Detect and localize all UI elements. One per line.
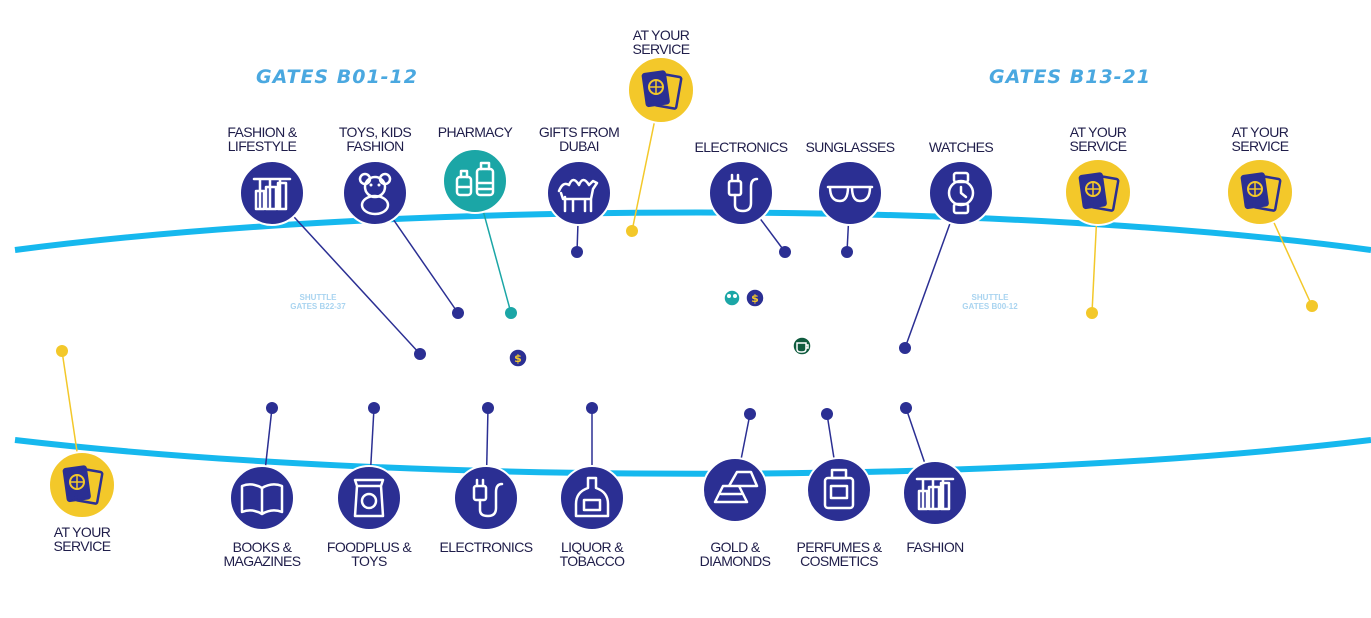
- bottom-shop-badge-0[interactable]: [229, 465, 295, 531]
- gates-b13-21-header: GATES B13-21: [989, 66, 1151, 88]
- facility-marker-1[interactable]: $: [745, 288, 765, 308]
- gold-bars-icon: [713, 470, 759, 504]
- top-shop-location-dot-5[interactable]: [841, 246, 853, 258]
- shuttle-label-right-line1: SHUTTLE: [971, 293, 1009, 302]
- service-location-dot-1[interactable]: [1086, 307, 1098, 319]
- currency-exchange-icon: $: [751, 292, 759, 305]
- top-shop-label-1: TOYS, KIDS FASHION: [338, 124, 412, 154]
- bottom-shop-location-dot-1[interactable]: [368, 402, 380, 414]
- passport-icon: [1078, 172, 1120, 212]
- shuttle-label-right-line2: GATES B00-12: [962, 302, 1018, 311]
- passport-icon: [62, 465, 104, 505]
- gates-b01-12-header: GATES B01-12: [256, 66, 418, 88]
- svg-text:$: $: [514, 352, 522, 365]
- clothes-rack-icon: [915, 477, 955, 511]
- top-shop-location-dot-0[interactable]: [414, 348, 426, 360]
- bottom-shop-label-4: GOLD & DIAMONDS: [699, 539, 771, 569]
- service-label-0: AT YOUR SERVICE: [632, 27, 690, 57]
- liquor-bottle-icon: [574, 476, 610, 518]
- service-label-1: AT YOUR SERVICE: [1069, 124, 1127, 154]
- clothes-rack-icon: [252, 177, 292, 211]
- top-shop-label-6: WATCHES: [928, 139, 994, 155]
- facility-marker-0[interactable]: [723, 289, 741, 307]
- shuttle-label-left-line2: GATES B22-37: [290, 302, 346, 311]
- service-location-dot-0[interactable]: [626, 225, 638, 237]
- top-shop-location-dot-3[interactable]: [571, 246, 583, 258]
- service-badge-2[interactable]: [1226, 158, 1294, 226]
- shuttle-label-left: SHUTTLE GATES B22-37: [290, 293, 345, 311]
- top-shop-badge-1[interactable]: [342, 160, 408, 226]
- teddy-bear-icon: [358, 172, 392, 216]
- facility-marker-3[interactable]: [792, 336, 812, 356]
- bottom-shop-label-2: ELECTRONICS: [439, 539, 534, 555]
- bottom-shop-location-dot-4[interactable]: [744, 408, 756, 420]
- bottom-shop-badge-4[interactable]: [702, 457, 768, 523]
- camel-icon: [557, 178, 599, 213]
- service-location-dot-2[interactable]: [1306, 300, 1318, 312]
- open-book-icon: [240, 483, 284, 516]
- bottom-shop-badge-3[interactable]: [559, 465, 625, 531]
- top-shop-location-dot-6[interactable]: [899, 342, 911, 354]
- top-shop-badge-2[interactable]: [442, 148, 508, 214]
- top-shop-label-5: SUNGLASSES: [805, 139, 896, 155]
- top-shop-label-0: FASHION & LIFESTYLE: [227, 124, 297, 154]
- top-shop-location-dot-2[interactable]: [505, 307, 517, 319]
- top-shop-badge-3[interactable]: [546, 160, 612, 226]
- top-shop-location-dot-4[interactable]: [779, 246, 791, 258]
- snack-bag-icon: [353, 478, 385, 518]
- bottom-shop-location-dot-5[interactable]: [821, 408, 833, 420]
- passport-icon: [641, 70, 683, 110]
- facility-marker-2[interactable]: $: [508, 348, 528, 368]
- charger-plug-icon: [472, 478, 504, 518]
- top-shop-label-3: GIFTS FROM DUBAI: [538, 124, 620, 154]
- charger-plug-icon: [727, 173, 759, 213]
- bottom-shop-label-6: FASHION: [906, 539, 964, 555]
- cafe-icon: [796, 342, 809, 353]
- bottom-shop-location-dot-6[interactable]: [900, 402, 912, 414]
- top-shop-badge-6[interactable]: [928, 160, 994, 226]
- bottom-shop-badge-1[interactable]: [336, 465, 402, 531]
- top-shop-badge-5[interactable]: [817, 160, 883, 226]
- top-shop-label-4: ELECTRONICS: [694, 139, 789, 155]
- bottom-shop-location-dot-0[interactable]: [266, 402, 278, 414]
- shuttle-label-left-line1: SHUTTLE: [299, 293, 337, 302]
- top-shop-location-dot-1[interactable]: [452, 307, 464, 319]
- service-badge-3[interactable]: [48, 451, 116, 519]
- top-shop-badge-4[interactable]: [708, 160, 774, 226]
- bottom-shop-location-dot-2[interactable]: [482, 402, 494, 414]
- service-label-3: AT YOUR SERVICE: [53, 524, 111, 554]
- service-location-dot-3[interactable]: [56, 345, 68, 357]
- concourse-wall-bottom: [14, 437, 1371, 477]
- service-label-2: AT YOUR SERVICE: [1231, 124, 1289, 154]
- wristwatch-icon: [947, 171, 975, 215]
- bottom-shop-label-5: PERFUMES & COSMETICS: [796, 539, 882, 569]
- bottom-shop-location-dot-3[interactable]: [586, 402, 598, 414]
- top-shop-label-2: PHARMACY: [437, 124, 513, 140]
- top-shop-leader-0: [271, 192, 421, 355]
- bottom-shop-label-0: BOOKS & MAGAZINES: [223, 539, 301, 569]
- bottom-shop-badge-5[interactable]: [806, 457, 872, 523]
- service-badge-0[interactable]: [627, 56, 695, 124]
- svg-text:$: $: [751, 292, 759, 305]
- perfume-bottle-icon: [823, 468, 855, 510]
- pharmacy-bottles-icon: [455, 161, 495, 197]
- top-shop-badge-0[interactable]: [239, 160, 305, 226]
- passport-icon: [1240, 172, 1282, 212]
- bottom-shop-label-1: FOODPLUS & TOYS: [326, 539, 412, 569]
- service-badge-1[interactable]: [1064, 158, 1132, 226]
- bottom-shop-label-3: LIQUOR & TOBACCO: [559, 539, 625, 569]
- currency-exchange-icon: $: [514, 352, 522, 365]
- shuttle-label-right: SHUTTLE GATES B00-12: [962, 293, 1017, 311]
- sunglasses-icon: [826, 185, 874, 203]
- toilet-icon: [727, 294, 737, 298]
- concourse-wall-top: [14, 209, 1371, 253]
- bottom-shop-badge-2[interactable]: [453, 465, 519, 531]
- bottom-shop-badge-6[interactable]: [902, 460, 968, 526]
